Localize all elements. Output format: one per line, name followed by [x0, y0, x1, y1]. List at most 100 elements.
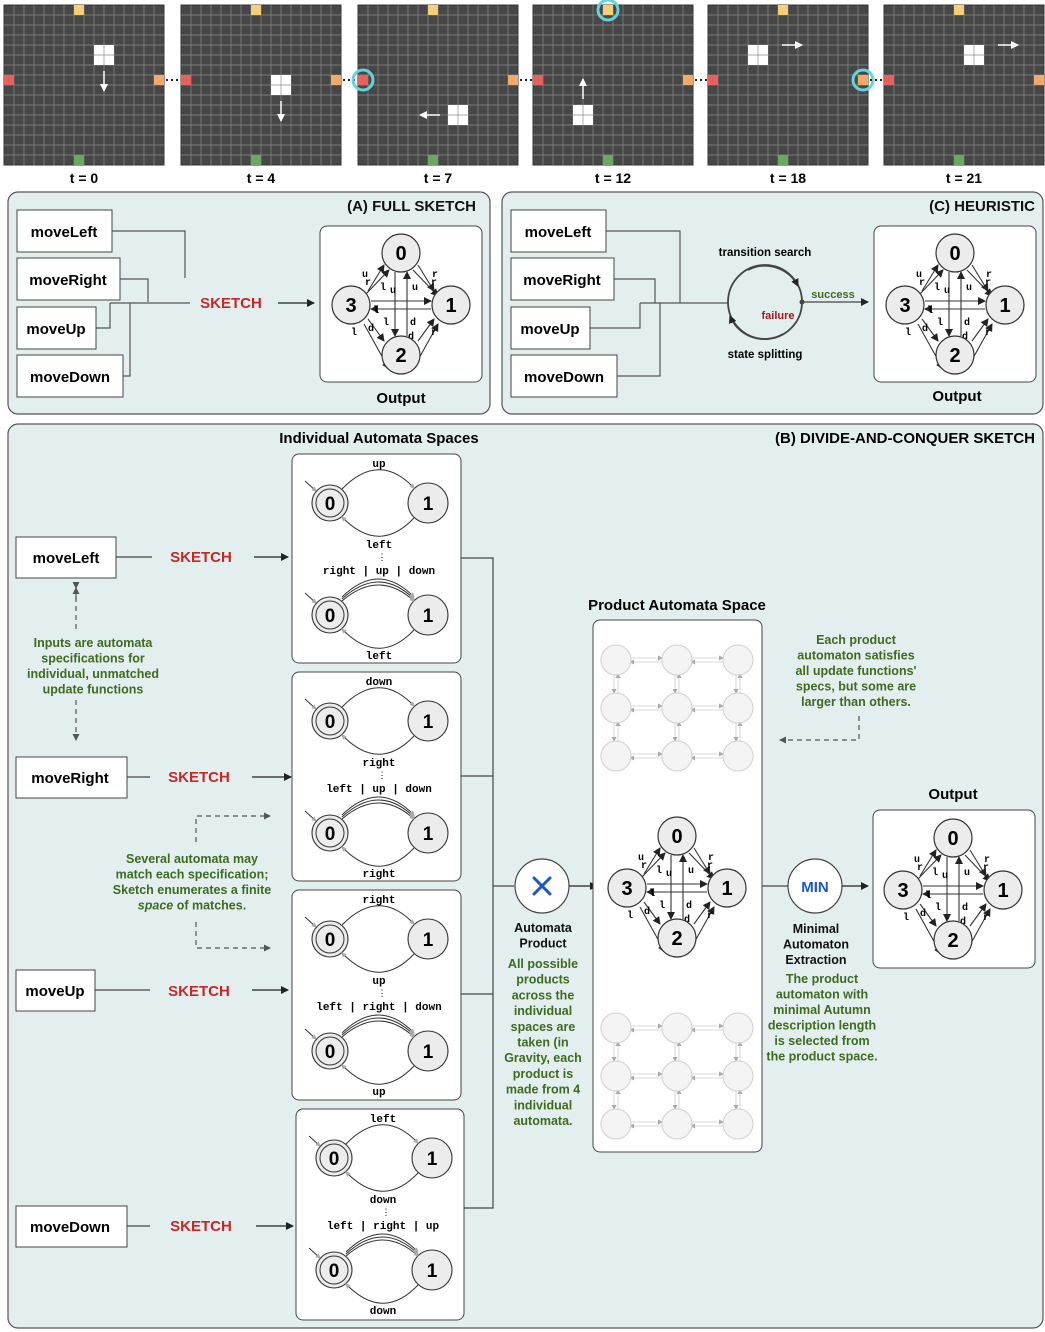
edge-label: r	[365, 278, 371, 289]
function-box-moveUp[interactable]: moveUp	[15, 969, 96, 1012]
transition-edge	[921, 318, 939, 342]
edge-label: r	[986, 270, 992, 281]
function-label: moveDown	[30, 1219, 110, 1236]
note-line: the product space.	[766, 1050, 877, 1064]
transition-edge	[417, 318, 435, 342]
edge-label: r	[985, 328, 991, 339]
edge-label: up	[372, 976, 386, 988]
function-box-moveLeft[interactable]: moveLeft	[15, 536, 117, 579]
faded-state-node	[661, 740, 693, 772]
top-marker	[74, 5, 84, 15]
function-box-moveUp[interactable]: moveUp	[16, 306, 97, 350]
state-node	[657, 918, 697, 958]
function-box-moveUp[interactable]: moveUp	[510, 306, 591, 350]
note-line: Extraction	[785, 953, 846, 967]
sketch-label: SKETCH	[200, 295, 262, 312]
state-node	[311, 1032, 349, 1070]
state-label: 1	[423, 1042, 434, 1063]
note-line: across the	[512, 988, 575, 1002]
accept-ring	[319, 1255, 349, 1285]
function-box-moveLeft[interactable]: moveLeft	[510, 209, 607, 253]
transition-edge	[971, 264, 989, 292]
function-box-moveDown[interactable]: moveDown	[510, 354, 618, 398]
edge-label: up	[372, 459, 386, 471]
faded-state-node	[661, 644, 693, 676]
function-box-moveRight[interactable]: moveRight	[16, 257, 121, 301]
bottom-marker	[778, 155, 788, 165]
automaton-edges	[917, 264, 993, 370]
edge-label: u	[390, 286, 396, 297]
function-box-moveDown[interactable]: moveDown	[16, 354, 124, 398]
edge-label: l	[649, 888, 655, 900]
note-line: space of matches.	[138, 899, 246, 913]
transition-edge	[341, 1064, 415, 1085]
function-label: moveDown	[524, 369, 604, 386]
edge-label: d	[410, 317, 416, 329]
edge-label: r	[985, 278, 991, 289]
edge-label: down	[370, 1195, 396, 1207]
state-node	[933, 818, 973, 858]
left-marker	[884, 75, 894, 85]
edge-label: r	[431, 278, 437, 289]
state-label: 2	[395, 345, 406, 367]
faded-state-node	[722, 692, 754, 724]
note-line: Product	[519, 937, 567, 951]
edge-label: u	[964, 868, 970, 879]
edge-label: l	[656, 865, 662, 877]
note-line: individual, unmatched	[27, 667, 159, 681]
state-node	[657, 816, 697, 856]
sketch-label: SKETCH	[168, 983, 230, 1000]
product-space-title: Product Automata Space	[588, 597, 766, 614]
edge-label: r	[984, 855, 990, 866]
edge-label: down	[366, 677, 392, 689]
state-node	[311, 596, 349, 634]
note-line: minimal Autumn	[773, 1003, 870, 1017]
edge-label: u	[942, 871, 948, 882]
edge-label: right	[362, 869, 395, 881]
function-box-moveDown[interactable]: moveDown	[15, 1205, 128, 1248]
transition-edge	[966, 269, 993, 297]
top-marker	[428, 5, 438, 15]
state-node	[607, 868, 647, 908]
accept-ring	[315, 488, 345, 518]
sketch-label: SKETCH	[168, 769, 230, 786]
faded-state-node	[722, 1012, 754, 1044]
note-line: Sketch enumerates a finite	[113, 883, 271, 897]
state-label: 1	[427, 1261, 438, 1282]
bottom-marker	[954, 155, 964, 165]
note-line: Gravity, each	[504, 1051, 582, 1065]
transition-edge	[341, 846, 415, 867]
state-label: 0	[325, 494, 336, 515]
transition-edge	[367, 318, 385, 342]
panel-c-title: (C) HEURISTIC	[929, 198, 1035, 215]
state-node	[985, 285, 1025, 325]
function-box-moveRight[interactable]: moveRight	[15, 756, 128, 799]
top-marker	[954, 5, 964, 15]
edge-label: d	[960, 916, 966, 928]
state-label: 0	[395, 243, 406, 265]
function-box-moveLeft[interactable]: moveLeft	[16, 209, 113, 253]
state-node	[411, 1249, 453, 1291]
state-node	[381, 335, 421, 375]
edge-label: r	[919, 278, 925, 289]
accept-ring	[315, 924, 345, 954]
accept-ring	[319, 1143, 349, 1173]
state-label: 2	[947, 930, 958, 952]
left-marker	[708, 75, 718, 85]
state-label: 1	[423, 712, 434, 733]
function-box-moveRight[interactable]: moveRight	[510, 257, 615, 301]
edge-label: left | right | up	[327, 1221, 440, 1233]
transition-edge	[341, 905, 415, 926]
function-label: moveDown	[30, 369, 110, 386]
collision-ring	[351, 68, 375, 92]
transition-edge	[688, 852, 715, 880]
state-label: 1	[999, 295, 1010, 317]
state-label: 0	[949, 243, 960, 265]
note-line: Several automata may	[126, 852, 258, 866]
transition-edge	[341, 796, 415, 816]
edge-label: d	[962, 902, 968, 914]
frame-label: t = 7	[424, 170, 453, 186]
